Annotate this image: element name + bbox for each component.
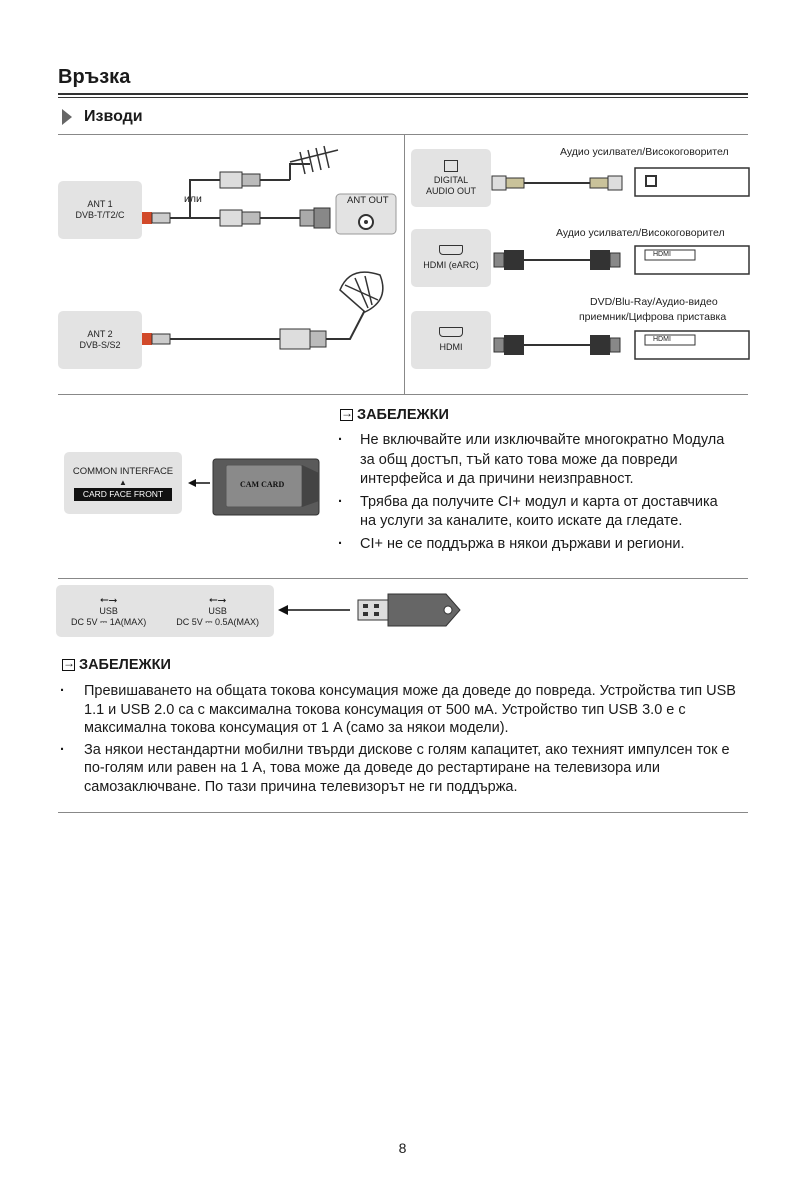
list-item: Не включвайте или изключвайте многократн… [336,431,736,490]
note-icon [340,406,353,421]
card-face-front-label: CARD FACE FRONT [73,487,173,501]
terrestrial-antenna-icon [289,145,339,175]
usb-icon: ⭠⭢ [99,593,118,606]
notes2-list: Превишаването на общата токова консумаци… [58,682,748,799]
hdmi-label: HDMI [439,342,463,352]
common-interface-slot: COMMON INTERFACE ▲ CARD FACE FRONT [64,452,182,514]
hdmi-port-icon [439,327,463,337]
or-label: или [184,193,202,205]
hdmi-earc-label: HDMI (eARC) [423,260,479,270]
device1-label: Аудио усилвател/Високоговорител [560,146,729,158]
frame-mid-line [58,394,748,395]
ant1-plug-icon [142,212,152,224]
device3-label-line1: DVD/Blu-Ray/Аудио-видео [590,296,718,308]
usb-port-1-label: USB [99,605,118,616]
ant2-plug-icon [142,333,152,345]
ant1-label: ANT 1 [87,199,113,209]
list-item: CI+ не се поддържа в някои държави и рег… [336,535,736,555]
frame-bottom-line [58,812,748,813]
list-item: Превишаването на общата токова консумаци… [58,682,748,738]
note-icon [62,656,75,671]
ant2-label: ANT 2 [87,329,113,339]
hdmi-port-icon [439,245,463,255]
frame-top-line [58,134,748,135]
page-title: Връзка [58,66,131,88]
output-cables-diagram [491,167,750,360]
usb-stick-drawing [278,593,461,627]
list-item: Трябва да получите CI+ модул и карта от … [336,493,736,532]
audio-out-label: AUDIO OUT [425,185,476,196]
notes1-heading-text: ЗАБЕЛЕЖКИ [357,407,449,423]
cam-card-drawing [188,458,320,516]
ant1-port: ANT 1 DVB-T/T2/C [58,181,142,239]
triangle-bullet-icon [62,109,72,125]
ant-out-label: ANT OUT [347,195,389,206]
digital-audio-out-port: DIGITAL AUDIO OUT [411,149,491,207]
usb-port-2: ⭠⭢ USB DC 5V ⎓ 0.5A(MAX) [176,593,259,628]
frame-ci-bottom-line [58,578,748,579]
notes1-heading: ЗАБЕЛЕЖКИ [340,406,449,423]
up-arrow-icon: ▲ [119,477,127,487]
satellite-dish-icon [339,271,384,313]
amplifier-device-icon [634,167,750,197]
list-item: За някои нестандартни мобилни твърди дис… [58,741,748,797]
frame-divider [404,134,405,394]
antenna-diagram [142,145,397,350]
device2-hdmi-label: HDMI [653,251,671,258]
ant2-standard: DVB-S/S2 [79,340,121,350]
device3-label-line2: приемник/Цифрова приставка [579,311,727,323]
hdmi-earc-port: HDMI (eARC) [411,229,491,287]
left-arrow-icon [278,605,288,615]
notes2-heading-text: ЗАБЕЛЕЖКИ [79,657,171,673]
title-rule [58,93,748,95]
left-arrow-icon [188,479,196,487]
section-heading: Изводи [62,108,143,126]
title-rule-thin [58,97,748,98]
digital-label: DIGITAL [433,174,469,185]
usb-ports-panel: ⭠⭢ USB DC 5V ⎓ 1A(MAX) ⭠⭢ USB DC 5V ⎓ 0.… [56,585,274,637]
common-interface-label: COMMON INTERFACE [72,465,174,477]
optical-port-icon [444,159,458,172]
usb-icon: ⭠⭢ [208,593,227,606]
device2-label: Аудио усилвател/Високоговорител [556,227,725,239]
usb-port-2-spec: DC 5V ⎓ 0.5A(MAX) [176,616,259,627]
device3-hdmi-label: HDMI [653,336,671,343]
hdmi-port: HDMI [411,311,491,369]
cam-card-label: CAM CARD [240,480,285,489]
usb-port-1: ⭠⭢ USB DC 5V ⎓ 1A(MAX) [71,593,147,628]
usb-port-2-label: USB [208,605,227,616]
ant1-standard: DVB-T/T2/C [75,210,125,220]
ant2-port: ANT 2 DVB-S/S2 [58,311,142,369]
section-title: Изводи [84,108,143,125]
notes2-heading: ЗАБЕЛЕЖКИ [62,656,171,673]
usb-port-1-spec: DC 5V ⎓ 1A(MAX) [71,616,147,627]
notes1-list: Не включвайте или изключвайте многократн… [336,431,736,557]
page-number: 8 [398,1140,407,1156]
